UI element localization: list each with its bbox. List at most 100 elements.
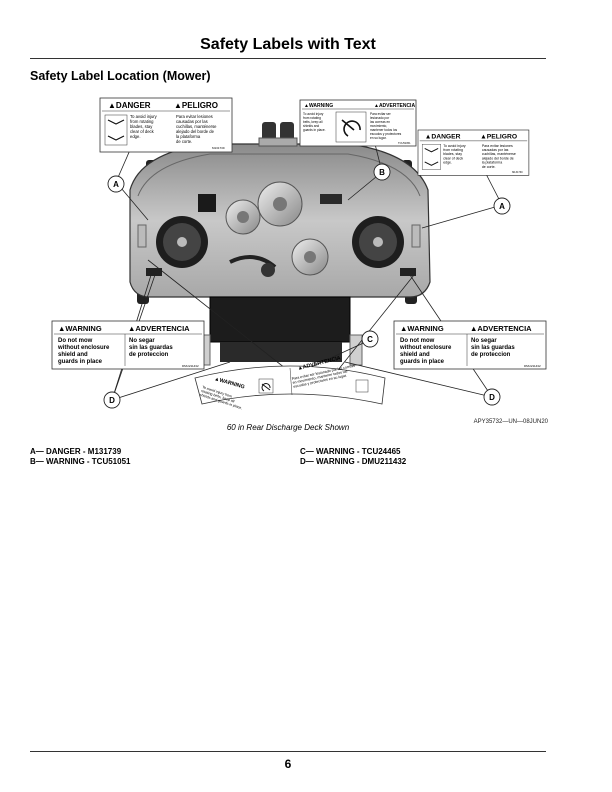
svg-text:mantener todos los: mantener todos los (370, 128, 398, 132)
svg-text:▲ADVERTENCIA: ▲ADVERTENCIA (128, 324, 190, 333)
svg-text:cuchillas, manténerse: cuchillas, manténerse (176, 124, 217, 129)
svg-text:guards in place.: guards in place. (303, 128, 326, 132)
svg-text:alejado del borde de: alejado del borde de (176, 129, 215, 134)
svg-text:▲WARNING: ▲WARNING (58, 324, 102, 333)
svg-text:escudos y protectores: escudos y protectores (370, 132, 402, 136)
svg-text:guards in place: guards in place (400, 359, 445, 365)
svg-text:A: A (113, 180, 119, 189)
warning-label-b: ▲WARNING ▲ADVERTENCIA To avoid injury fr… (299, 99, 417, 147)
svg-text:blades, stay: blades, stay (443, 152, 462, 156)
svg-text:DMU211432: DMU211432 (182, 364, 199, 368)
danger-en-title: ▲DANGER (108, 101, 151, 110)
svg-text:M131739: M131739 (212, 146, 225, 150)
svg-text:B: B (379, 168, 385, 177)
svg-text:en su lugar.: en su lugar. (370, 136, 387, 140)
svg-text:without enclosure: without enclosure (399, 345, 452, 351)
callout-c: C (361, 330, 379, 348)
svg-text:sin las guardas: sin las guardas (129, 345, 173, 351)
svg-text:Para evitar lesiones: Para evitar lesiones (482, 144, 513, 148)
legend-item: B— WARNING - TCU51051 (30, 457, 131, 466)
danger-label-right: ▲DANGER ▲PELIGRO To avoid injury from ro… (417, 129, 530, 176)
danger-es-title: ▲PELIGRO (174, 101, 218, 110)
danger-label-left: ▲DANGER ▲PELIGRO To avoid injury from ro… (99, 97, 233, 153)
svg-text:alejado del borde de: alejado del borde de (482, 156, 514, 160)
svg-text:edge.: edge. (443, 161, 452, 165)
svg-text:la plataforma: la plataforma (176, 134, 201, 139)
svg-text:de corte.: de corte. (482, 165, 496, 169)
legend-item: D— WARNING - DMU211432 (300, 457, 407, 466)
legend-column-2: C— WARNING - TCU24465 D— WARNING - DMU21… (300, 447, 406, 467)
page-title: Safety Labels with Text (200, 36, 376, 53)
svg-text:C: C (367, 335, 373, 344)
figure-reference: APY35732—UN—08JUN20 (473, 419, 548, 425)
legend-item: C— WARNING - TCU24465 (300, 447, 401, 456)
callout-b: B (373, 163, 391, 181)
svg-text:de proteccion: de proteccion (471, 352, 511, 358)
svg-text:lesionado por: lesionado por (370, 116, 390, 120)
svg-text:To avoid injury: To avoid injury (130, 114, 158, 119)
svg-text:To avoid injury: To avoid injury (443, 144, 466, 148)
mower-deck-figure: ▲DANGER ▲PELIGRO To avoid injury from ro… (30, 92, 550, 422)
page-number: 6 (284, 757, 292, 771)
figure-caption: 60 in Rear Discharge Deck Shown (226, 423, 350, 432)
svg-text:de corte.: de corte. (176, 139, 192, 144)
bottom-rule (30, 751, 546, 752)
svg-text:edge.: edge. (130, 134, 140, 139)
svg-text:A: A (499, 202, 505, 211)
svg-text:Para evitar ser: Para evitar ser (370, 112, 392, 116)
svg-text:Do not mow: Do not mow (400, 338, 435, 344)
svg-text:▲WARNING: ▲WARNING (304, 103, 333, 109)
svg-text:Para evitar lesiones: Para evitar lesiones (176, 114, 213, 119)
top-rule (30, 58, 546, 59)
callout-d-right: D (483, 388, 501, 406)
svg-text:To avoid injury: To avoid injury (303, 112, 324, 116)
svg-text:M131739: M131739 (512, 171, 523, 174)
danger-en-text: To avoid injury from rotating blades, st… (130, 114, 158, 139)
warning-label-c: ▲WARNING To avoid injury from rotating b… (194, 355, 386, 410)
svg-text:clear of deck: clear of deck (443, 156, 463, 160)
mower-deck (129, 122, 431, 366)
svg-text:D: D (489, 393, 495, 402)
svg-text:clear of deck: clear of deck (130, 129, 155, 134)
svg-text:sin las guardas: sin las guardas (471, 345, 515, 351)
svg-text:blades, stay: blades, stay (130, 124, 153, 129)
svg-text:shield and: shield and (58, 352, 88, 358)
svg-text:from rotating: from rotating (443, 148, 463, 152)
svg-text:TCU51051: TCU51051 (398, 141, 411, 145)
svg-text:▲WARNING: ▲WARNING (400, 324, 444, 333)
svg-text:de proteccion: de proteccion (129, 352, 169, 358)
svg-text:from rotating: from rotating (130, 119, 154, 124)
svg-text:belts, keep all: belts, keep all (303, 120, 323, 124)
warning-label-d-left: ▲WARNING ▲ADVERTENCIA Do not mow without… (51, 320, 205, 370)
svg-text:movimiento,: movimiento, (370, 124, 387, 128)
callout-d-left: D (103, 391, 121, 409)
svg-text:shields and: shields and (303, 124, 319, 128)
svg-text:from rotating: from rotating (303, 116, 321, 120)
figure-illustration: ▲DANGER ▲PELIGRO To avoid injury from ro… (51, 97, 547, 410)
svg-text:▲PELIGRO: ▲PELIGRO (480, 133, 517, 140)
legend-column-1: A— DANGER - M131739 B— WARNING - TCU5105… (30, 447, 130, 467)
svg-text:guards in place: guards in place (58, 359, 103, 365)
svg-text:D: D (109, 396, 115, 405)
danger-es-text: Para evitar lesiones causadas por las cu… (176, 114, 217, 144)
svg-text:Do not mow: Do not mow (58, 338, 93, 344)
callouts: A B A D C D (103, 163, 511, 409)
callout-a-right: A (493, 197, 511, 215)
svg-text:No segar: No segar (129, 338, 155, 344)
svg-text:without enclosure: without enclosure (57, 345, 110, 351)
svg-text:causadas por las: causadas por las (482, 148, 509, 152)
svg-text:las correas en: las correas en (370, 120, 390, 124)
svg-text:DMU211432: DMU211432 (524, 364, 541, 368)
svg-text:▲ADVERTENCIA: ▲ADVERTENCIA (374, 103, 415, 109)
svg-text:la plataforma: la plataforma (482, 161, 502, 165)
svg-text:causadas por las: causadas por las (176, 119, 208, 124)
svg-text:cuchillas, manténerse: cuchillas, manténerse (482, 152, 516, 156)
svg-text:shield and: shield and (400, 352, 430, 358)
svg-text:▲DANGER: ▲DANGER (425, 133, 461, 140)
callout-a-left: A (107, 175, 125, 193)
legend-item: A— DANGER - M131739 (30, 447, 122, 456)
svg-text:▲ADVERTENCIA: ▲ADVERTENCIA (470, 324, 532, 333)
svg-text:No segar: No segar (471, 338, 497, 344)
warning-label-d-right: ▲WARNING ▲ADVERTENCIA Do not mow without… (393, 320, 547, 370)
section-heading: Safety Label Location (Mower) (30, 69, 211, 83)
